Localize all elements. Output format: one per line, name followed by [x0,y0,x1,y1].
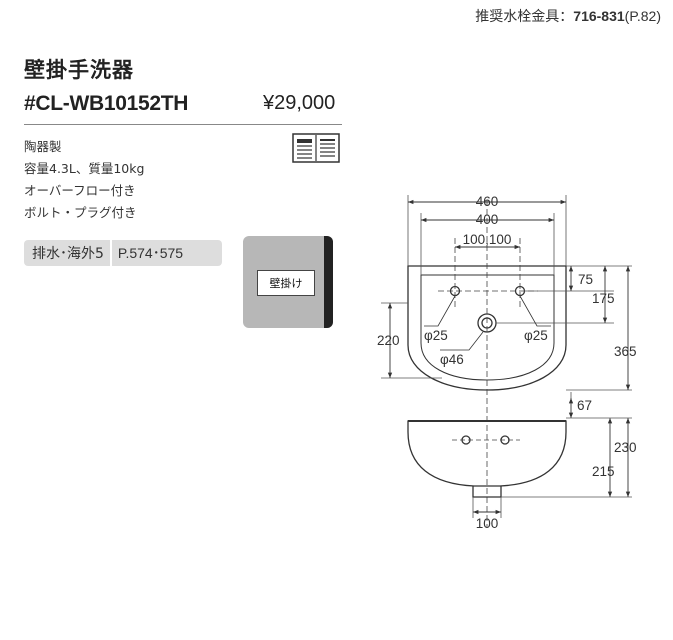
recommended-page: (P.82) [624,8,661,24]
dim-hole-offset: 75 [578,272,593,287]
drainage-badge[interactable]: 排水･海外5 P.574･575 [24,240,222,266]
book-icon [292,133,340,163]
recommended-code: 716-831 [573,8,625,24]
dim-hole-depth: 175 [592,291,615,306]
dim-hole-dia-right: φ25 [524,328,548,343]
side-view [407,420,567,498]
dim-top-width: 460 [476,194,499,209]
spec-bolt: ボルト・プラグ付き [24,205,137,220]
dim-hole-dia-left: φ25 [424,328,448,343]
dim-hole-spacing: 100,100 [463,232,512,247]
spec-overflow: オーバーフロー付き [24,183,136,198]
spec-capacity: 容量4.3L、質量10kg [24,161,145,176]
mount-wall-stripe [324,236,333,328]
mount-type-label: 壁掛け [257,270,315,296]
product-title: 壁掛手洗器 [24,58,134,82]
model-number: #CL-WB10152TH [24,92,189,115]
divider [24,124,342,125]
mount-type-card: 壁掛け [243,236,333,328]
dim-bowl-height: 215 [592,464,615,479]
recommended-label: 推奨水栓金具： [475,9,574,25]
drainage-pages: P.574･575 [117,245,184,261]
drainage-separator [109,240,112,266]
dim-depth: 365 [614,344,637,359]
dim-height: 220 [377,333,400,348]
drainage-label: 排水･海外5 [32,246,104,262]
dim-overflow-height: 67 [577,398,592,413]
dim-drain-width: 100 [476,516,499,531]
dim-drain-dia: φ46 [440,352,464,367]
dim-inner-width: 400 [476,212,499,227]
spec-material: 陶器製 [24,139,62,154]
price: ¥29,000 [263,92,336,114]
recommended-faucet: 推奨水栓金具：716-831(P.82) [475,6,661,26]
dim-front-height: 230 [614,440,637,455]
